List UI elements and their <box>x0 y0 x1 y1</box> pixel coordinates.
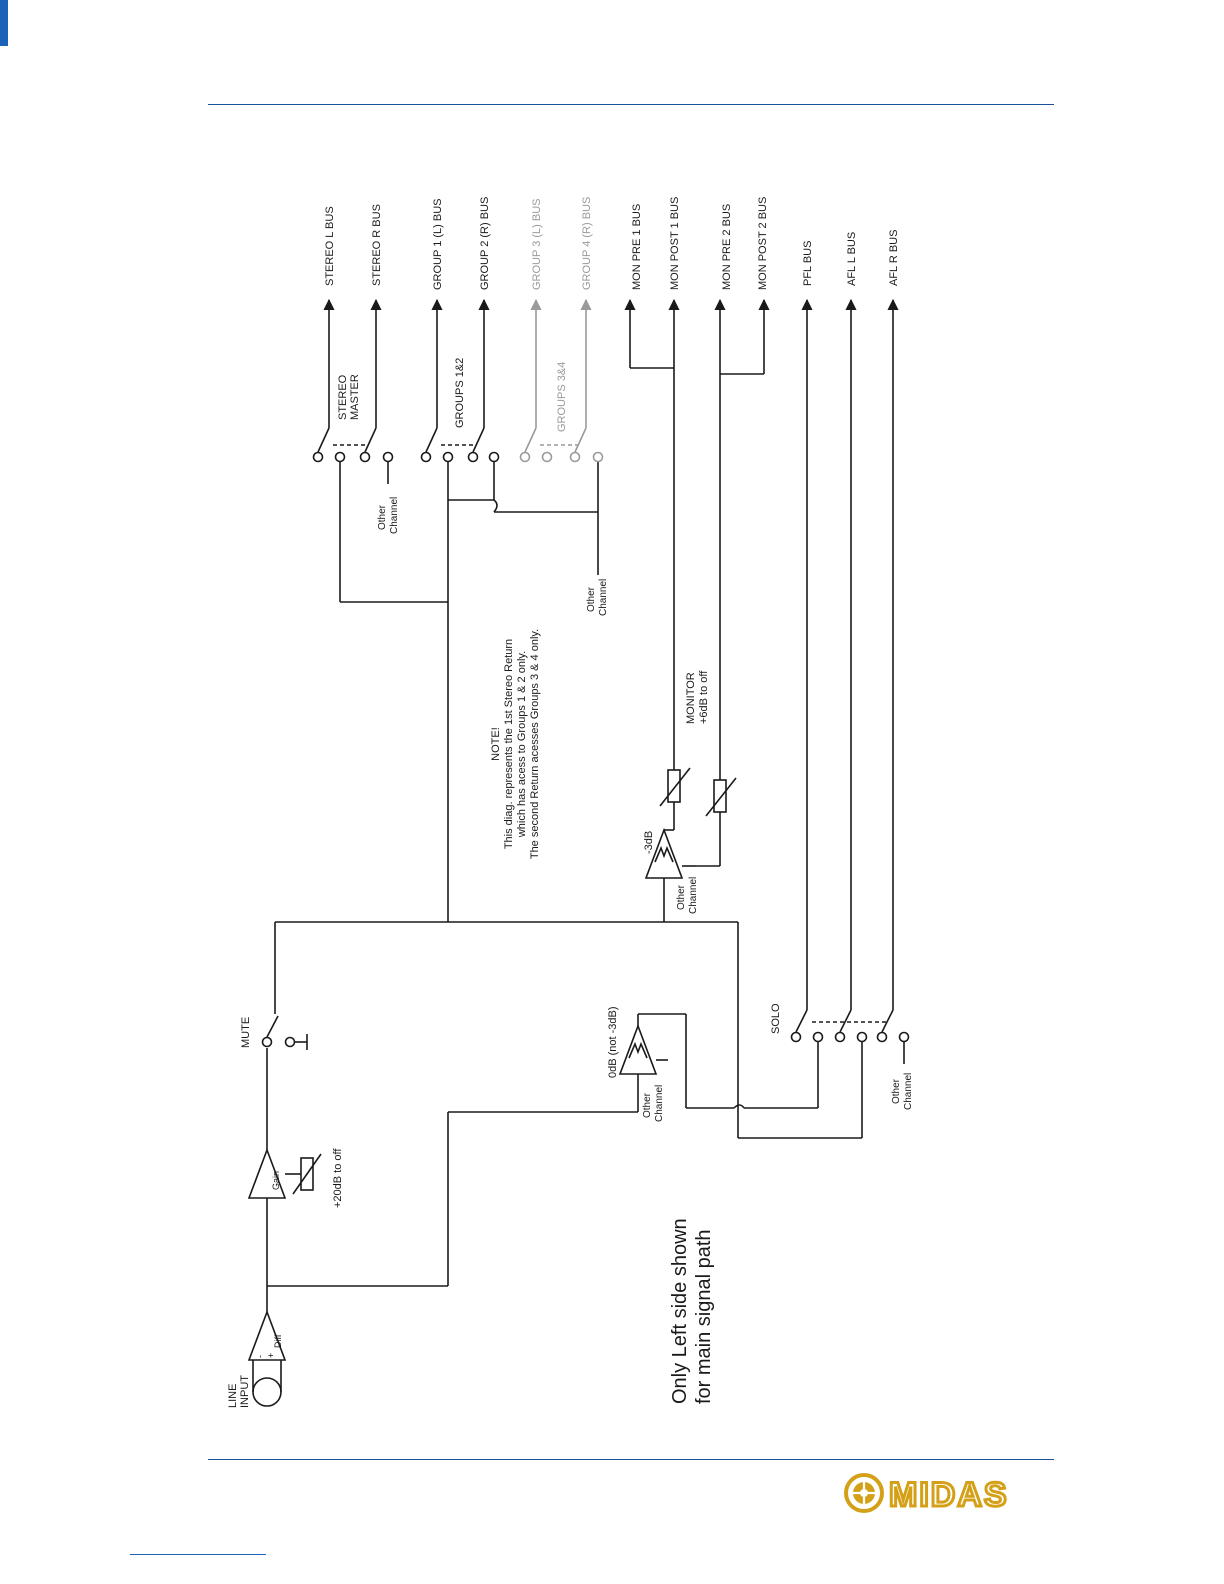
gain-pot <box>285 1153 322 1195</box>
diff-amplifier <box>247 1309 287 1361</box>
monitor-label-2: +6dB to off <box>698 670 710 724</box>
gain-amp-label: Gain <box>271 1171 281 1190</box>
monitor-label-1: MONITOR <box>685 672 697 724</box>
footnote-line-1: Only Left side shown <box>669 1218 691 1404</box>
other-channel-label-5b: Channel <box>903 1073 914 1110</box>
groups-1-2-label: GROUPS 1&2 <box>454 358 466 428</box>
mute-label: MUTE <box>240 1017 252 1048</box>
groups-1-2-switch <box>420 427 500 463</box>
note-heading: NOTE! <box>490 727 502 761</box>
line-input-connector <box>252 1360 282 1407</box>
stereo-master-label-2: MASTER <box>349 374 361 420</box>
bus-label-afl-l: AFL L BUS <box>846 232 858 286</box>
note-line-2: which has acess to Groups 1 & 2 only. <box>516 651 528 838</box>
monitor-pot-2 <box>705 777 737 817</box>
bus-label-mon-post-1: MON POST 1 BUS <box>669 197 681 290</box>
bus-label-mon-post-2: MON POST 2 BUS <box>757 197 769 290</box>
bus-label-group-3: GROUP 3 (L) BUS <box>531 199 543 291</box>
solo-amp-gain-label: 0dB (not -3dB) <box>607 1006 619 1078</box>
header-rule <box>208 104 1054 105</box>
stereo-master-switch <box>312 427 394 484</box>
groups-3-4-label: GROUPS 3&4 <box>556 362 568 432</box>
monitor-amplifier <box>644 827 684 879</box>
other-channel-label-4b: Channel <box>654 1085 665 1122</box>
page-tab-marker <box>0 0 8 46</box>
bus-label-mon-pre-1: MON PRE 1 BUS <box>631 204 643 290</box>
other-channel-label-3b: Channel <box>688 877 699 914</box>
bus-label-group-2: GROUP 2 (R) BUS <box>479 197 491 290</box>
solo-amplifier <box>618 1023 658 1075</box>
mon-amp-gain-label: -3dB <box>643 831 655 854</box>
other-channel-label-1a: Other <box>377 504 388 530</box>
diff-plus-sign: + <box>266 1353 276 1358</box>
other-channel-label-5a: Other <box>891 1078 902 1104</box>
line-input-label-1: LINE <box>227 1384 239 1408</box>
bus-label-group-4: GROUP 4 (R) BUS <box>581 197 593 290</box>
diff-minus-sign: - <box>255 1355 265 1358</box>
footnote-line-2: for main signal path <box>693 1229 715 1404</box>
other-channel-label-3a: Other <box>676 884 687 910</box>
footer-link-underline <box>130 1554 266 1555</box>
note-line-3: The second Return acesses Groups 3 & 4 o… <box>529 629 541 859</box>
other-channel-label-4a: Other <box>642 1092 653 1118</box>
bus-label-mon-pre-2: MON PRE 2 BUS <box>721 204 733 290</box>
bus-label-stereo-r: STEREO R BUS <box>371 204 383 286</box>
groups-3-4-switch <box>519 427 604 463</box>
solo-label: SOLO <box>770 1003 782 1034</box>
stereo-master-label-1: STEREO <box>337 374 349 420</box>
bus-label-afl-r: AFL R BUS <box>888 230 900 286</box>
solo-switch <box>790 1009 910 1064</box>
bus-label-stereo-l: STEREO L BUS <box>324 206 336 286</box>
midas-logo-emblem-icon <box>844 1473 884 1513</box>
diff-amp-label: Diff <box>273 1334 283 1348</box>
other-channel-label-1b: Channel <box>389 497 400 534</box>
other-channel-label-2b: Channel <box>598 579 609 616</box>
other-channel-label-2a: Other <box>586 586 597 612</box>
bus-label-pfl: PFL BUS <box>802 241 814 286</box>
gain-range-label: +20dB to off <box>332 1148 344 1208</box>
line-input-label-2: INPUT <box>239 1375 251 1408</box>
footer-rule <box>208 1459 1054 1460</box>
monitor-pot-1 <box>659 767 691 807</box>
note-line-1: This diag. represents the 1st Stereo Ret… <box>503 639 515 849</box>
mute-switch <box>261 1015 308 1050</box>
midas-logo: MIDAS <box>844 1473 1009 1514</box>
bus-label-group-1: GROUP 1 (L) BUS <box>432 199 444 291</box>
midas-logo-text: MIDAS <box>889 1476 1009 1514</box>
